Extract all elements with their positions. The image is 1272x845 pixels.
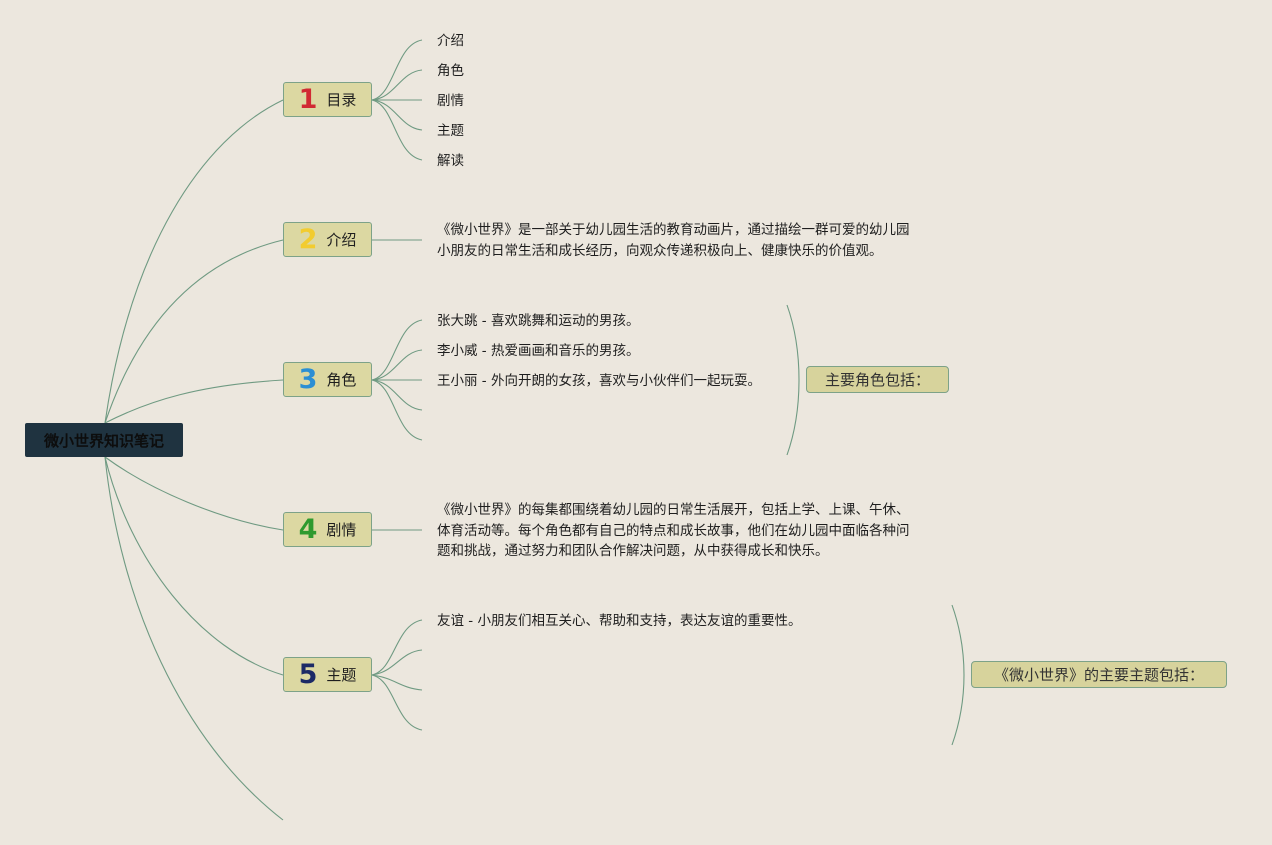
root-label: 微小世界知识笔记: [43, 431, 164, 450]
b3-link-5: [371, 379, 423, 441]
b5-link-3: [371, 674, 423, 691]
leaf-node[interactable]: 张大跳 - 喜欢跳舞和运动的男孩。: [437, 313, 640, 329]
b1-link-2: [371, 69, 423, 101]
leaf-node[interactable]: 剧情: [437, 93, 464, 109]
branch-node-4[interactable]: 4 剧情: [283, 512, 372, 547]
intro-text[interactable]: 《微小世界》是一部关于幼儿园生活的教育动画片，通过描绘一群可爱的幼儿园 小朋友的…: [437, 222, 910, 259]
summary-label: 主要角色包括：: [824, 371, 930, 389]
branch-node-2[interactable]: 2 介绍: [283, 222, 372, 257]
leaf-node[interactable]: 角色: [437, 63, 464, 79]
branch-label-4: 剧情: [326, 521, 357, 539]
branch-node-5[interactable]: 5 主题: [283, 657, 372, 692]
root-link-4: [104, 456, 284, 531]
b3-bracket: [786, 304, 800, 456]
root-node[interactable]: 微小世界知识笔记: [25, 423, 183, 457]
branch-label-3: 角色: [326, 371, 357, 389]
branch-node-1[interactable]: 1 目录: [283, 82, 372, 117]
b1-link-5: [371, 99, 423, 161]
leaf-node[interactable]: 介绍: [437, 33, 464, 49]
b5-link-4: [371, 674, 423, 731]
branch-node-3[interactable]: 3 角色: [283, 362, 372, 397]
number-badge-3: 3: [298, 364, 318, 395]
b3-link-4: [371, 379, 423, 411]
leaf-node[interactable]: 王小丽 - 外向开朗的女孩，喜欢与小伙伴们一起玩耍。: [437, 373, 761, 389]
b3-link-2: [371, 349, 423, 381]
number-badge-5: 5: [298, 659, 318, 690]
summary-node-themes[interactable]: 《微小世界》的主要主题包括：: [971, 661, 1227, 688]
b3-link-1: [371, 319, 423, 381]
plot-text[interactable]: 《微小世界》的每集都围绕着幼儿园的日常生活展开，包括上学、上课、午休、 体育活动…: [437, 502, 910, 559]
b5-link-1: [371, 619, 423, 676]
number-badge-1: 1: [298, 84, 318, 115]
leaf-node[interactable]: 李小威 - 热爱画画和音乐的男孩。: [437, 343, 640, 359]
b1-link-1: [371, 39, 423, 101]
leaf-node[interactable]: 友谊 - 小朋友们相互关心、帮助和支持，表达友谊的重要性。: [437, 613, 802, 629]
branch-label-1: 目录: [326, 91, 357, 109]
root-link-1: [104, 99, 284, 424]
root-link-3: [104, 379, 284, 424]
leaf-node[interactable]: 解读: [437, 153, 464, 169]
root-link-5: [104, 456, 284, 676]
b5-bracket: [951, 604, 965, 746]
root-link-6: [104, 456, 284, 821]
summary-label: 《微小世界》的主要主题包括：: [993, 666, 1204, 684]
number-badge-4: 4: [298, 514, 318, 545]
branch-label-5: 主题: [326, 666, 357, 684]
leaf-node[interactable]: 主题: [437, 123, 464, 139]
root-link-2: [104, 239, 284, 424]
branch-label-2: 介绍: [326, 231, 357, 249]
b5-link-2: [371, 649, 423, 676]
b1-link-4: [371, 99, 423, 131]
summary-node-characters[interactable]: 主要角色包括：: [806, 366, 949, 393]
number-badge-2: 2: [298, 224, 318, 255]
